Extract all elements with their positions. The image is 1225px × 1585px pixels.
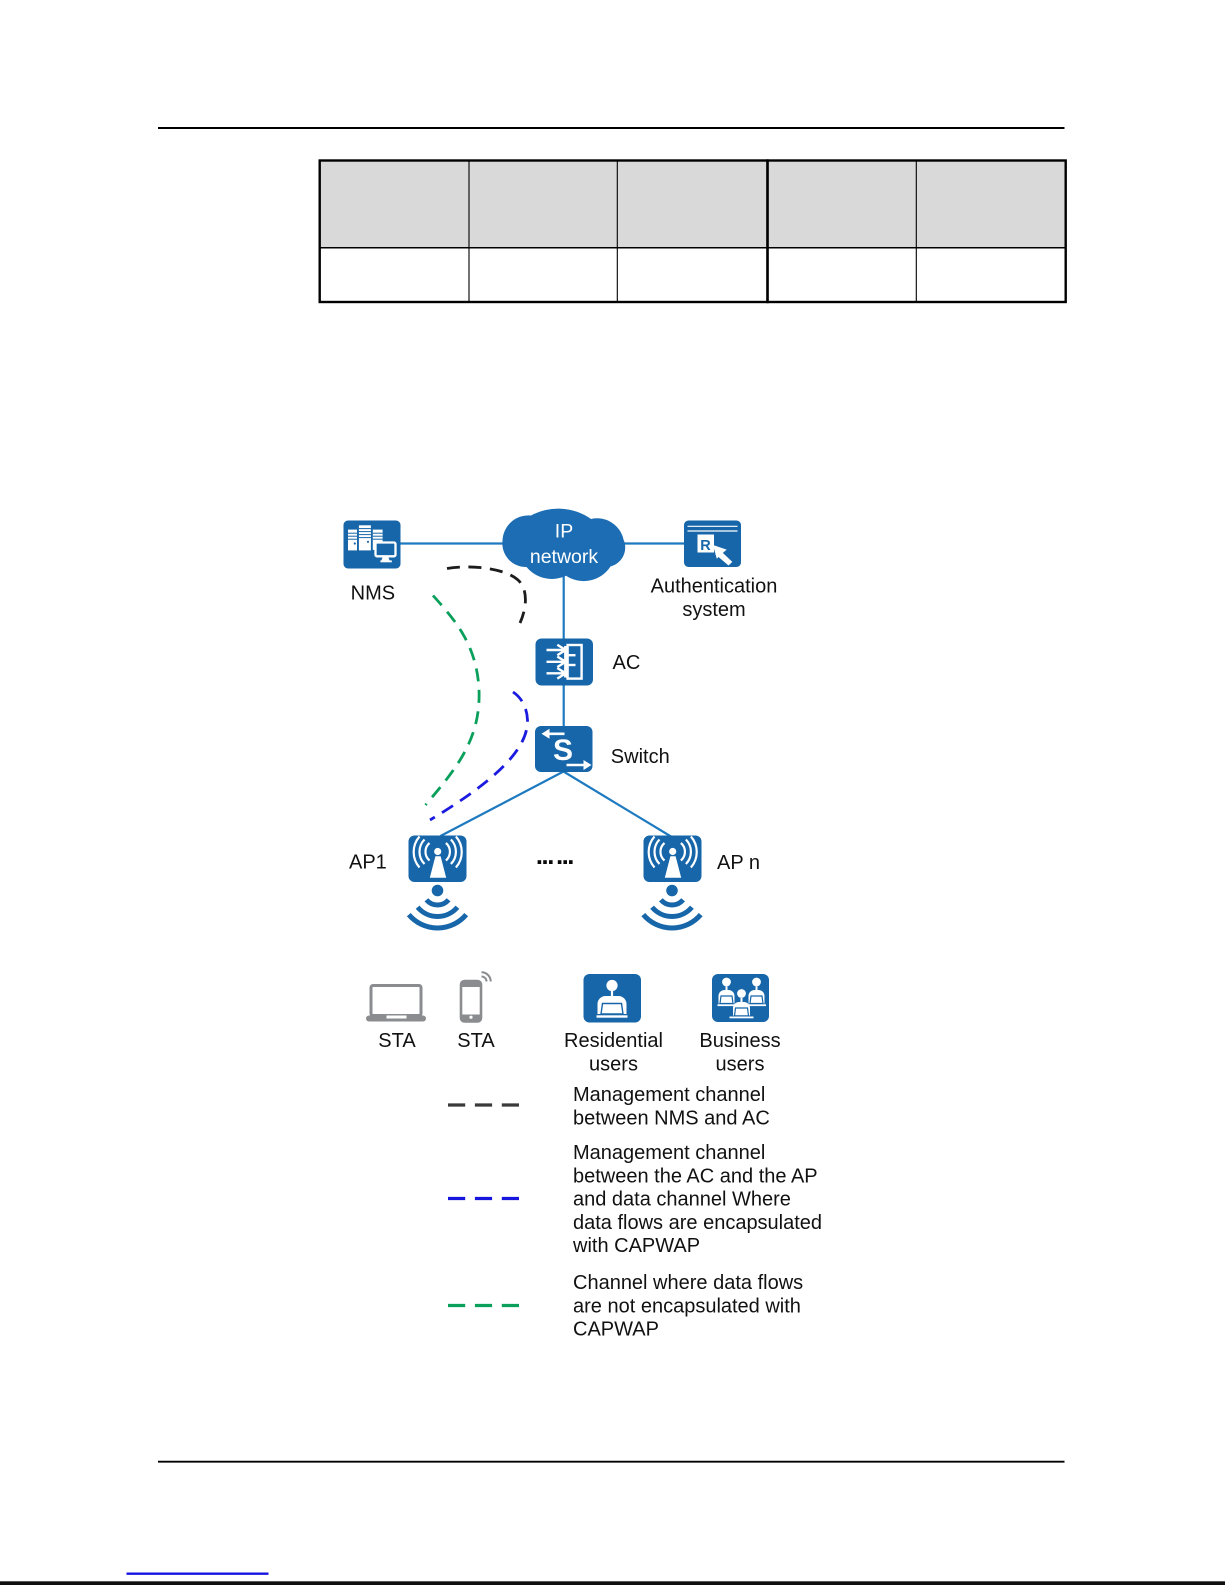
svg-text:users: users xyxy=(589,1053,638,1075)
svg-text:STA: STA xyxy=(378,1030,416,1052)
svg-text:network: network xyxy=(530,546,599,568)
svg-text:IP: IP xyxy=(555,521,573,543)
svg-text:between the AC and the AP: between the AC and the AP xyxy=(573,1165,818,1187)
svg-text:S: S xyxy=(553,734,573,767)
svg-text:AP n: AP n xyxy=(717,852,760,874)
svg-text:Residential: Residential xyxy=(564,1030,663,1052)
svg-text:data flows are encapsulated: data flows are encapsulated xyxy=(573,1212,822,1234)
svg-text:Switch: Switch xyxy=(611,746,670,768)
svg-text:Management channel: Management channel xyxy=(573,1084,765,1106)
svg-text:with CAPWAP: with CAPWAP xyxy=(572,1235,700,1257)
svg-text:Authentication: Authentication xyxy=(651,576,778,598)
svg-text:R: R xyxy=(700,538,711,554)
svg-text:between NMS and AC: between NMS and AC xyxy=(573,1107,770,1129)
svg-text:Management channel: Management channel xyxy=(573,1142,765,1164)
svg-text:CAPWAP: CAPWAP xyxy=(573,1319,659,1341)
svg-text:are not encapsulated with: are not encapsulated with xyxy=(573,1295,801,1317)
svg-text:users: users xyxy=(716,1053,765,1075)
svg-text:AP1: AP1 xyxy=(349,852,387,874)
svg-text:AC: AC xyxy=(613,652,641,674)
svg-text:Channel where data flows: Channel where data flows xyxy=(573,1272,803,1294)
svg-text:system: system xyxy=(682,599,745,621)
svg-text:NMS: NMS xyxy=(351,583,395,605)
svg-text:Business: Business xyxy=(699,1030,780,1052)
svg-text:and data channel Where: and data channel Where xyxy=(573,1189,791,1211)
svg-text:STA: STA xyxy=(457,1030,495,1052)
